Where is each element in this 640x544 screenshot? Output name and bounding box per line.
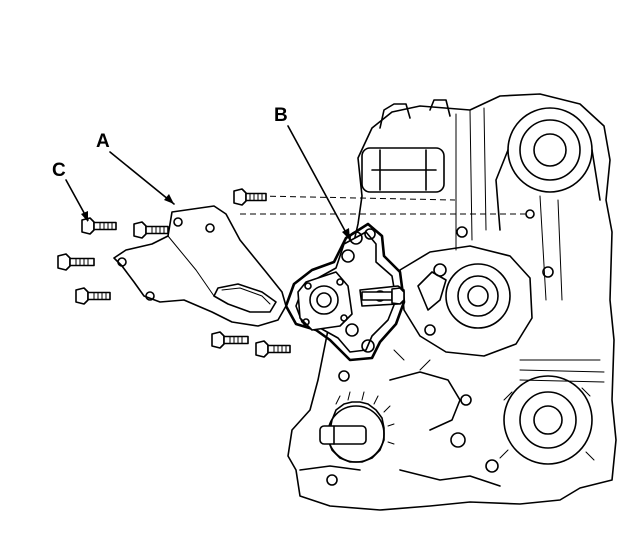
callout-a: A [96, 131, 175, 205]
bolt-6 [211, 331, 249, 349]
callout-b-label: B [274, 105, 288, 126]
bolt-group [57, 188, 405, 358]
bolt-7 [255, 340, 291, 358]
bolt-1 [233, 188, 267, 206]
bolt-5 [75, 287, 111, 305]
bolt-3 [133, 221, 169, 239]
bolt-2 [81, 217, 117, 235]
bolt-8 [361, 287, 405, 305]
bolt-4 [57, 253, 95, 271]
callout-a-label: A [96, 131, 110, 152]
callout-b: B [274, 105, 351, 241]
callout-c: C [52, 160, 89, 222]
callout-c-label: C [52, 160, 66, 181]
crank-sprocket [319, 391, 395, 463]
mount-bracket [113, 205, 287, 327]
engine-block [240, 93, 617, 511]
